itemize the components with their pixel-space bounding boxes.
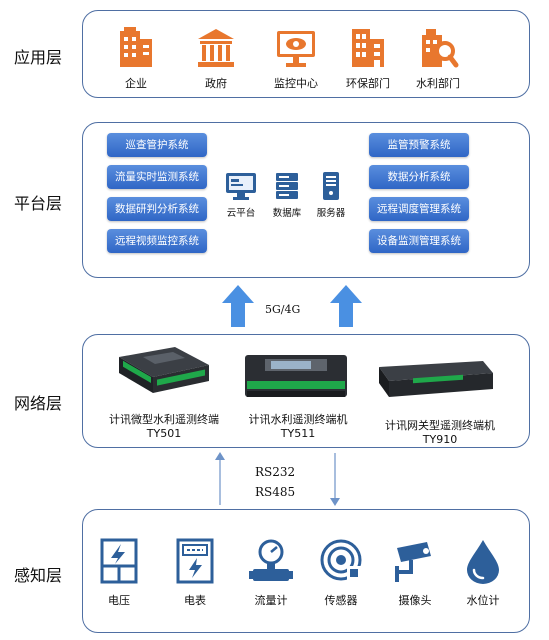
sensor-item-sensor: 传感器 <box>309 538 373 608</box>
serial-label-rs485: RS485 <box>255 485 296 499</box>
sensor-item-meter: 电表 <box>163 538 227 608</box>
uplink-arrow-right-icon <box>330 285 362 327</box>
app-layer-panel: 企业 政府 监控中心 <box>82 10 530 98</box>
cloud-platform: 云平台 <box>219 171 263 219</box>
platform-layer-panel: 巡查管护系统 流量实时监测系统 数据研判分析系统 远程视频监控系统 云平台 数据… <box>82 122 530 278</box>
sensor-label: 电压 <box>108 594 130 607</box>
building-search-icon <box>422 29 459 68</box>
water-drop-icon <box>467 540 499 584</box>
sensor-label: 摄像头 <box>398 594 432 607</box>
system-button-patrol[interactable]: 巡查管护系统 <box>107 133 207 157</box>
server-tower-icon <box>323 172 339 200</box>
sensor-label: 电表 <box>184 594 206 607</box>
sensor-item-water-level: 水位计 <box>451 538 515 608</box>
sensor-label: 流量计 <box>254 594 288 607</box>
system-button-dispatch[interactable]: 远程调度管理系统 <box>369 197 469 221</box>
sensor-item-voltage: 电压 <box>87 538 151 608</box>
layer-label-platform: 平台层 <box>14 194 63 213</box>
device-model: TY511 <box>280 427 316 440</box>
app-item-label: 环保部门 <box>346 77 390 90</box>
government-building-icon <box>198 29 234 67</box>
system-button-flow-monitor[interactable]: 流量实时监测系统 <box>107 165 207 189</box>
device-name: 计讯水利遥测终端机 <box>248 413 348 426</box>
database: 数据库 <box>265 171 309 219</box>
app-item-label: 企业 <box>125 77 147 90</box>
sensor-item-flowmeter: 流量计 <box>239 538 303 608</box>
rtu-ty511-device-icon <box>245 355 347 397</box>
device-name: 计讯网关型遥测终端机 <box>385 419 495 432</box>
rtu-ty501-device-icon <box>119 347 209 393</box>
app-item-env-dept: 环保部门 <box>333 25 403 91</box>
device-label-ty910: 计讯网关型遥测终端机 TY910 <box>365 419 515 447</box>
app-item-monitor-center: 监控中心 <box>261 25 331 91</box>
gateway-ty910-device-icon <box>379 361 493 397</box>
system-button-data-analysis[interactable]: 数据研判分析系统 <box>107 197 207 221</box>
perception-layer-panel: 电压 电表 流量计 传感器 <box>82 509 530 633</box>
uplink-label: 5G/4G <box>265 303 301 316</box>
sensor-signal-icon <box>320 539 363 582</box>
system-button-video-monitor[interactable]: 远程视频监控系统 <box>107 229 207 253</box>
device-label-ty501: 计讯微型水利遥测终端 TY501 <box>89 413 239 441</box>
layer-label-perception: 感知层 <box>14 566 63 585</box>
monitor-eye-icon <box>277 31 315 67</box>
sensor-item-camera: 摄像头 <box>383 538 447 608</box>
server: 服务器 <box>309 171 353 219</box>
device-name: 计讯微型水利遥测终端 <box>109 413 219 426</box>
app-item-label: 水利部门 <box>416 77 460 90</box>
electric-meter-icon <box>176 538 214 584</box>
center-label: 云平台 <box>226 208 256 219</box>
sensor-label: 传感器 <box>324 594 358 607</box>
cloud-platform-icon <box>226 173 256 200</box>
office-building-icon <box>352 29 384 67</box>
device-label-ty511: 计讯水利遥测终端机 TY511 <box>223 413 373 441</box>
uplink-arrow-left-icon <box>222 285 254 327</box>
network-layer-panel: 计讯微型水利遥测终端 TY501 计讯水利遥测终端机 TY511 计讯网关型遥测… <box>82 334 530 448</box>
app-item-water-dept: 水利部门 <box>403 25 473 91</box>
system-button-device-monitor[interactable]: 设备监测管理系统 <box>369 229 469 253</box>
sensor-label: 水位计 <box>466 594 500 607</box>
system-button-warning[interactable]: 监管预警系统 <box>369 133 469 157</box>
serial-up-arrow-icon <box>215 452 225 505</box>
enterprise-building-icon <box>120 27 152 67</box>
voltage-icon <box>100 538 138 584</box>
system-button-analytics[interactable]: 数据分析系统 <box>369 165 469 189</box>
app-item-government: 政府 <box>181 25 251 91</box>
security-camera-icon <box>395 542 431 582</box>
layer-label-app: 应用层 <box>14 48 63 67</box>
app-item-enterprise: 企业 <box>101 25 171 91</box>
device-model: TY501 <box>146 427 182 440</box>
app-item-label: 监控中心 <box>274 77 318 90</box>
serial-down-arrow-icon <box>330 453 340 506</box>
serial-label-rs232: RS232 <box>255 465 296 479</box>
database-server-icon <box>276 173 298 199</box>
center-label: 服务器 <box>316 208 346 219</box>
layer-label-network: 网络层 <box>14 394 63 413</box>
device-model: TY910 <box>422 433 458 446</box>
center-label: 数据库 <box>272 208 302 219</box>
flowmeter-icon <box>249 539 293 581</box>
app-item-label: 政府 <box>205 77 227 90</box>
